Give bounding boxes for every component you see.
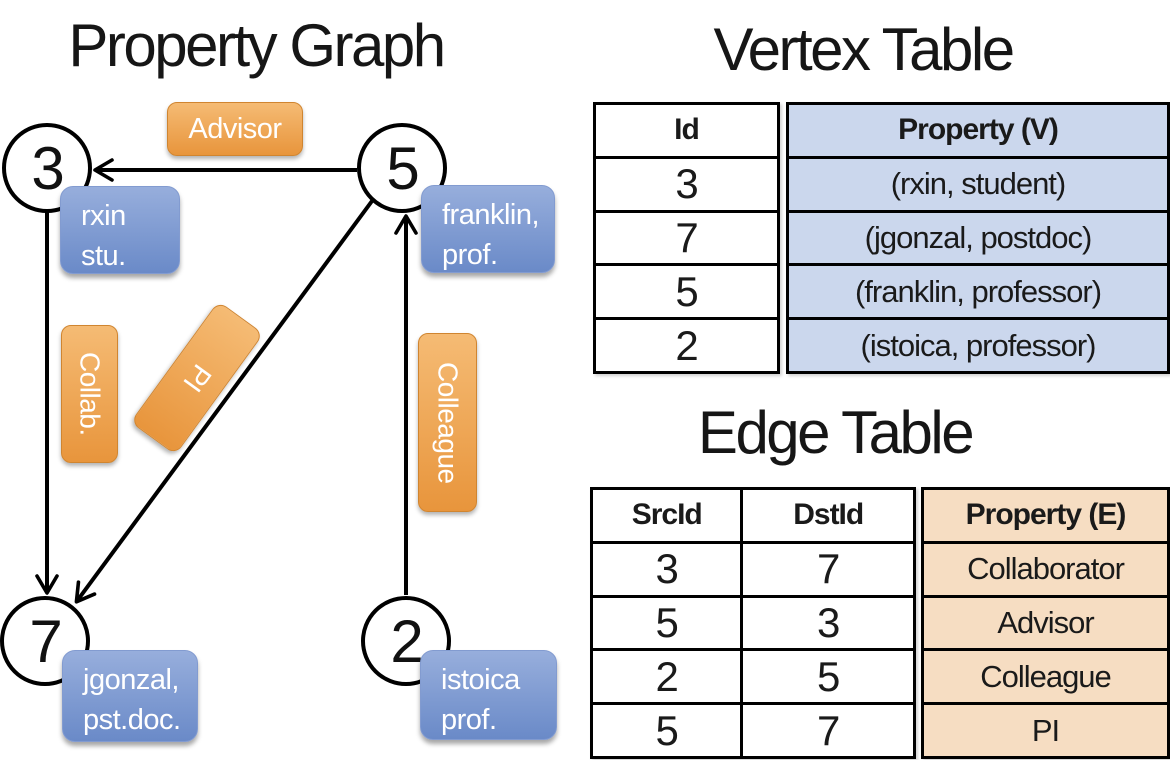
vertex-property-line: istoica: [441, 664, 520, 696]
vertex-property-line: prof.: [441, 704, 497, 737]
edge-pi-5-to-7: [74, 199, 374, 604]
vertex-node-3: 3: [2, 123, 92, 213]
vertex-property-line: franklin,: [442, 199, 540, 231]
vertex-property-box-istoica: istoica prof.: [420, 650, 557, 740]
edge-table-property-cell: Advisor: [924, 594, 1167, 649]
edge-table-id-columns: SrcId DstId 3 7 5 3 2 5 5 7: [590, 487, 916, 759]
edge-table-row: 3 7: [593, 540, 913, 595]
vertex-table-id-column: Id 3 7 5 2: [593, 102, 780, 374]
edge-table-row: 5 7: [593, 702, 913, 756]
edge-table-row: 5 3: [593, 594, 913, 649]
vertex-property-box-franklin: franklin, prof.: [421, 185, 555, 273]
vertex-property-line: jgonzal,: [83, 664, 179, 696]
edge-table-dstid-cell: 5: [740, 651, 913, 703]
edge-table-property-cell: Collaborator: [924, 540, 1167, 595]
vertex-table-id-cell: 5: [596, 263, 777, 317]
vertex-property-line: rxin: [81, 200, 126, 232]
vertex-property-line: prof.: [442, 239, 498, 272]
edge-table-dstid-cell: 3: [740, 597, 913, 649]
edge-table-header-srcid: SrcId: [631, 498, 703, 532]
vertex-table-header-property: Property (V): [789, 105, 1167, 156]
vertex-table-property-cell: (rxin, student): [789, 155, 1167, 210]
vertex-property-line: pst.doc.: [83, 704, 181, 737]
vertex-property-box-rxin: rxin stu.: [60, 186, 180, 274]
edge-table-header-dstid: DstId: [740, 490, 913, 541]
vertex-table-property-cell: (jgonzal, postdoc): [789, 209, 1167, 264]
vertex-table-property-cell: (franklin, professor): [789, 263, 1167, 318]
vertex-table-id-cell: 7: [596, 209, 777, 264]
vertex-table-property-column: Property (V) (rxin, student) (jgonzal, p…: [786, 102, 1170, 374]
edge-table-property-column: Property (E) Collaborator Advisor Collea…: [921, 487, 1170, 759]
edge-label-advisor: Advisor: [167, 102, 303, 156]
edge-table-row: 2 5: [593, 648, 913, 703]
vertex-table-id-cell: 2: [596, 317, 777, 371]
edge-table-header-row: SrcId DstId: [593, 490, 913, 541]
vertex-table-title: Vertex Table: [713, 16, 1015, 83]
edge-table-srcid-cell: 2: [655, 652, 679, 700]
edge-table-property-cell: Colleague: [924, 648, 1167, 703]
edge-label-collab: Collab.: [61, 325, 118, 463]
vertex-property-line: stu.: [81, 240, 126, 273]
edge-table-title: Edge Table: [697, 399, 975, 466]
edge-table-dstid-cell: 7: [740, 705, 913, 756]
vertex-table-id-cell: 3: [596, 155, 777, 210]
vertex-property-box-jgonzal: jgonzal, pst.doc.: [62, 650, 198, 742]
edge-label-colleague: Colleague: [418, 333, 477, 512]
edge-table-property-cell: PI: [924, 702, 1167, 756]
edge-table-srcid-cell: 5: [655, 706, 679, 754]
vertex-table-property-cell: (istoica, professor): [789, 317, 1167, 371]
property-graph-title: Property Graph: [68, 12, 446, 79]
edge-table-header-property: Property (E): [924, 490, 1167, 541]
vertex-table-header-id: Id: [674, 113, 700, 147]
edge-table-srcid-cell: 5: [655, 598, 679, 646]
edge-table-dstid-cell: 7: [740, 543, 913, 595]
edge-table-srcid-cell: 3: [655, 545, 679, 593]
